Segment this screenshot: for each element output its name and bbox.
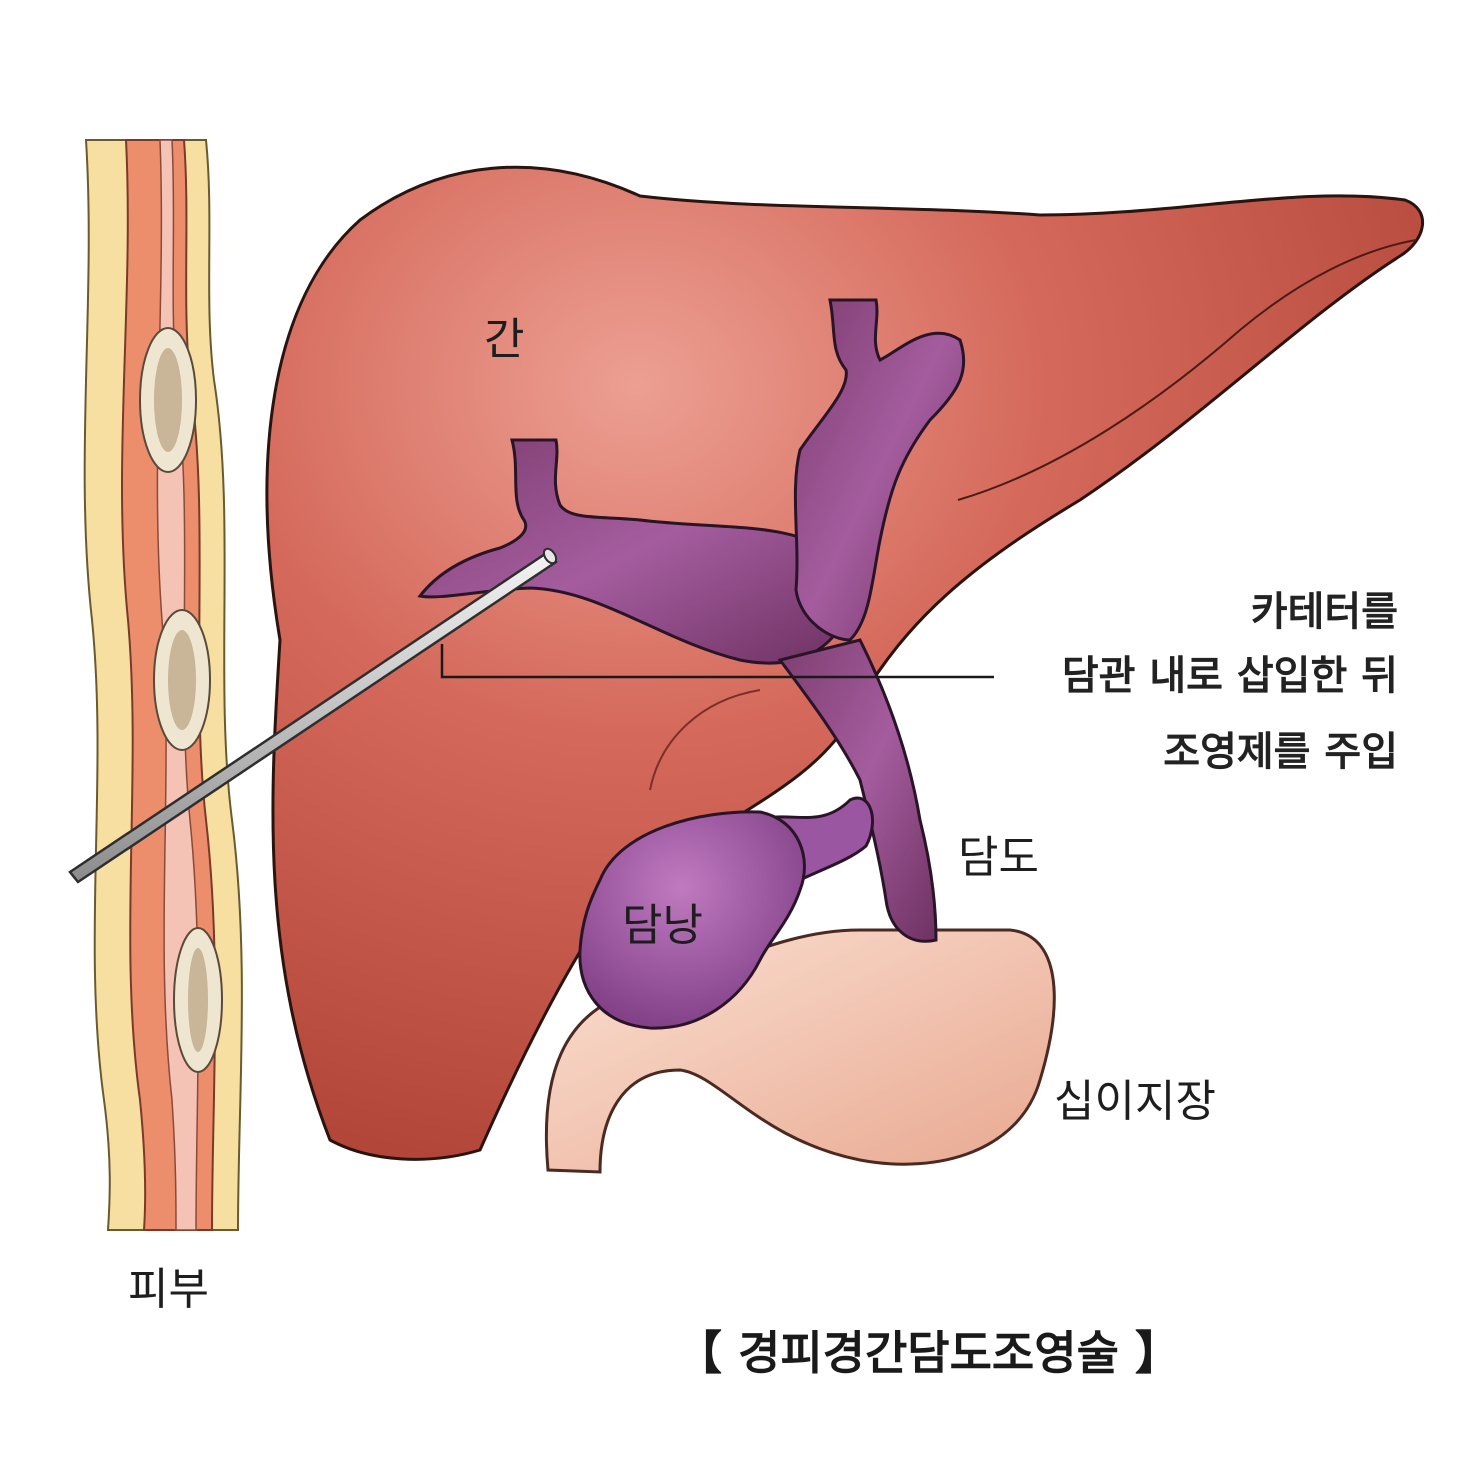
catheter-tip <box>542 547 558 565</box>
label-bile-duct: 담도 <box>958 832 1039 883</box>
label-duodenum: 십이지장 <box>1054 1076 1216 1127</box>
label-skin: 피부 <box>128 1264 209 1315</box>
common-bile-duct <box>777 638 938 943</box>
gallbladder-shape <box>578 810 806 1030</box>
catheter <box>68 547 558 884</box>
liver-lower-fold <box>649 689 761 791</box>
annotation-line-1: 카테터를 <box>1250 589 1398 635</box>
annotation-line-3: 조영제를 주입 <box>1163 729 1398 775</box>
left-hepatic-duct <box>417 438 853 665</box>
diagram-title: 【 경피경간담도조영술 】 <box>676 1326 1181 1380</box>
skin-layers <box>83 139 243 1231</box>
annotation-line-2: 담관 내로 삽입한 뒤 <box>1061 653 1398 699</box>
blood-vessel-cross-sections <box>139 327 223 1073</box>
label-liver: 간 <box>484 314 525 365</box>
right-hepatic-duct <box>793 298 966 642</box>
label-gallbladder: 담낭 <box>622 900 703 951</box>
liver-fold-line <box>957 239 1417 501</box>
annotation-leader-line <box>440 644 994 679</box>
